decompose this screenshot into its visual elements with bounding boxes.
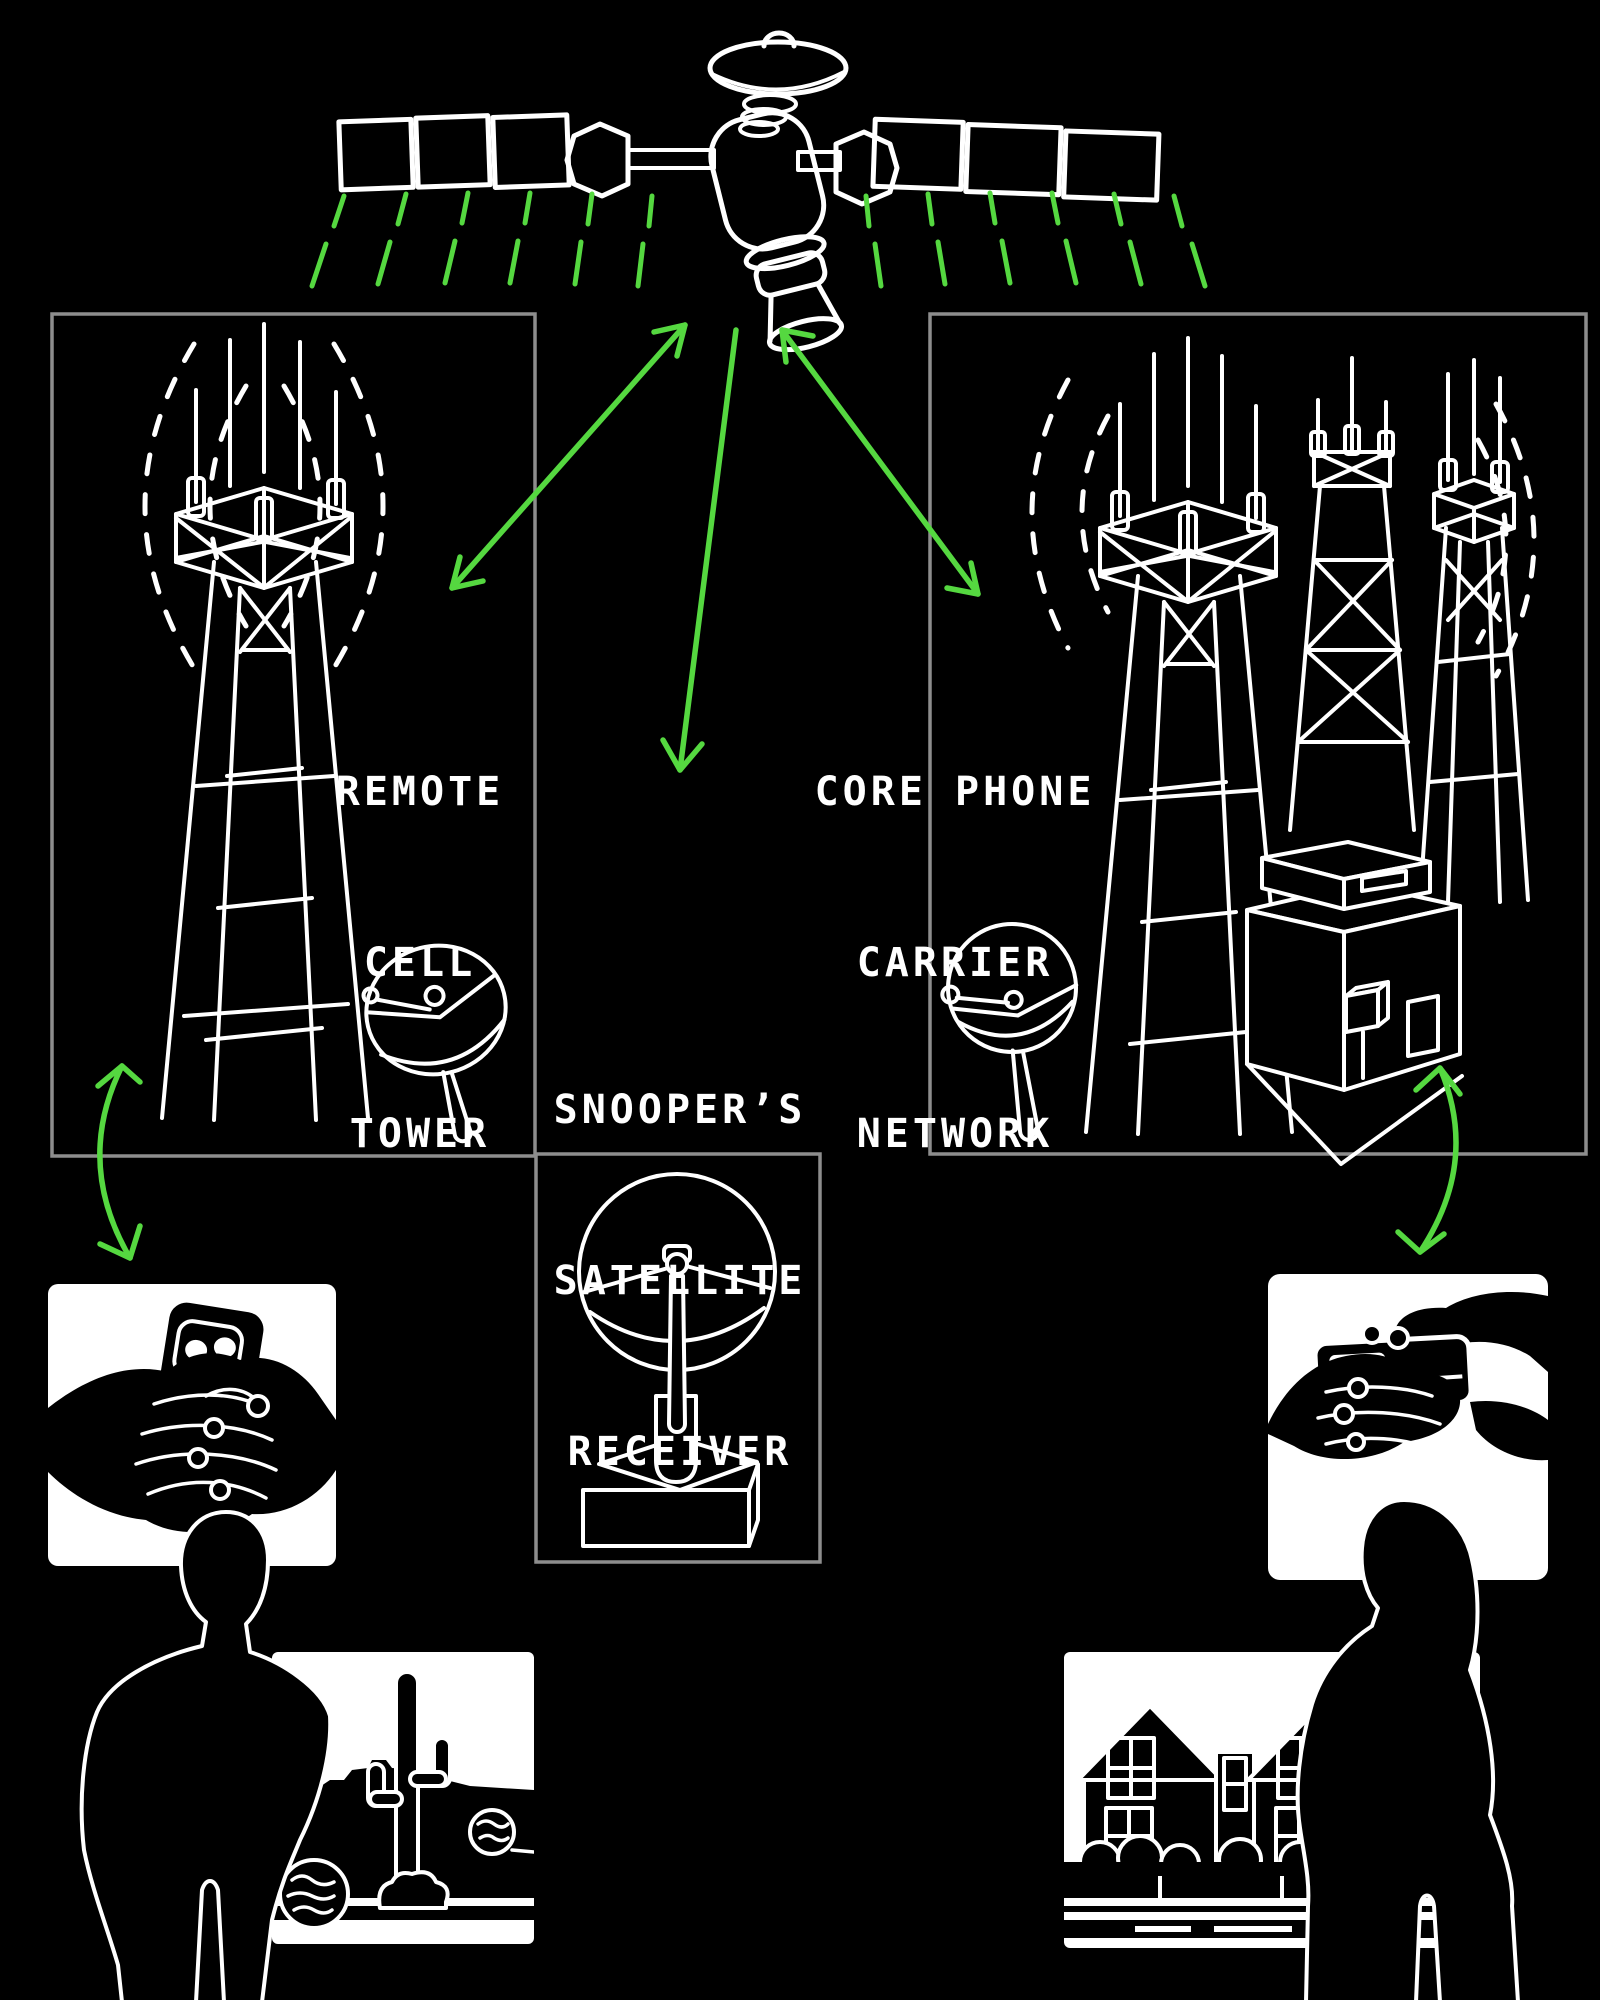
remote-cell-tower-label: REMOTE CELL TOWER	[220, 650, 620, 1277]
label-line: CELL	[363, 940, 477, 986]
person-silhouette-icon	[1295, 1498, 1520, 2000]
label-line: RECEIVER	[567, 1429, 793, 1475]
solar-panel-wing	[796, 116, 1162, 207]
snoopers-satellite-receiver-label: SNOOPER’S SATELLITE RECEIVER	[470, 968, 890, 1595]
core-network-box	[928, 312, 1588, 1156]
core-phone-carrier-network-label: CORE PHONE CARRIER NETWORK	[745, 650, 1165, 1277]
phone-hands-icon	[48, 1284, 336, 1566]
desert-scene-icon	[272, 1652, 534, 1944]
label-line: TOWER	[349, 1111, 491, 1157]
label-line: SATELLITE	[553, 1258, 807, 1304]
uplink-arrow-icon	[449, 322, 688, 591]
label-line: SNOOPER’S	[553, 1087, 807, 1133]
receiver-dish-icon	[577, 1172, 777, 1548]
satellite-dish-icon	[361, 943, 508, 1144]
label-line: CARRIER	[856, 940, 1054, 986]
satellite-dish-icon	[940, 922, 1079, 1142]
downlink-beams-icon	[309, 190, 1208, 289]
uplink-arrow-icon	[779, 327, 981, 597]
person-silhouette-icon	[79, 1510, 333, 2000]
downlink-arrow-icon	[660, 327, 739, 773]
label-line: NETWORK	[856, 1111, 1054, 1157]
cell-tower-icon	[1418, 358, 1530, 904]
signal-waves-icon	[1029, 377, 1537, 679]
exchange-arrow-icon	[95, 1063, 143, 1261]
label-line: REMOTE	[335, 769, 505, 815]
snooper-receiver-box	[534, 1152, 822, 1564]
sutro-tower-icon	[1288, 356, 1416, 832]
phone-hands-icon	[1268, 1274, 1548, 1580]
carrier-building-icon	[1245, 840, 1464, 1166]
exchange-arrow-icon	[1395, 1065, 1463, 1255]
cell-tower-icon	[160, 322, 370, 1122]
remote-cell-tower-box	[50, 312, 537, 1158]
solar-panel-wing	[336, 112, 716, 199]
satellite-icon	[336, 30, 1162, 353]
label-line: CORE PHONE	[814, 769, 1096, 815]
